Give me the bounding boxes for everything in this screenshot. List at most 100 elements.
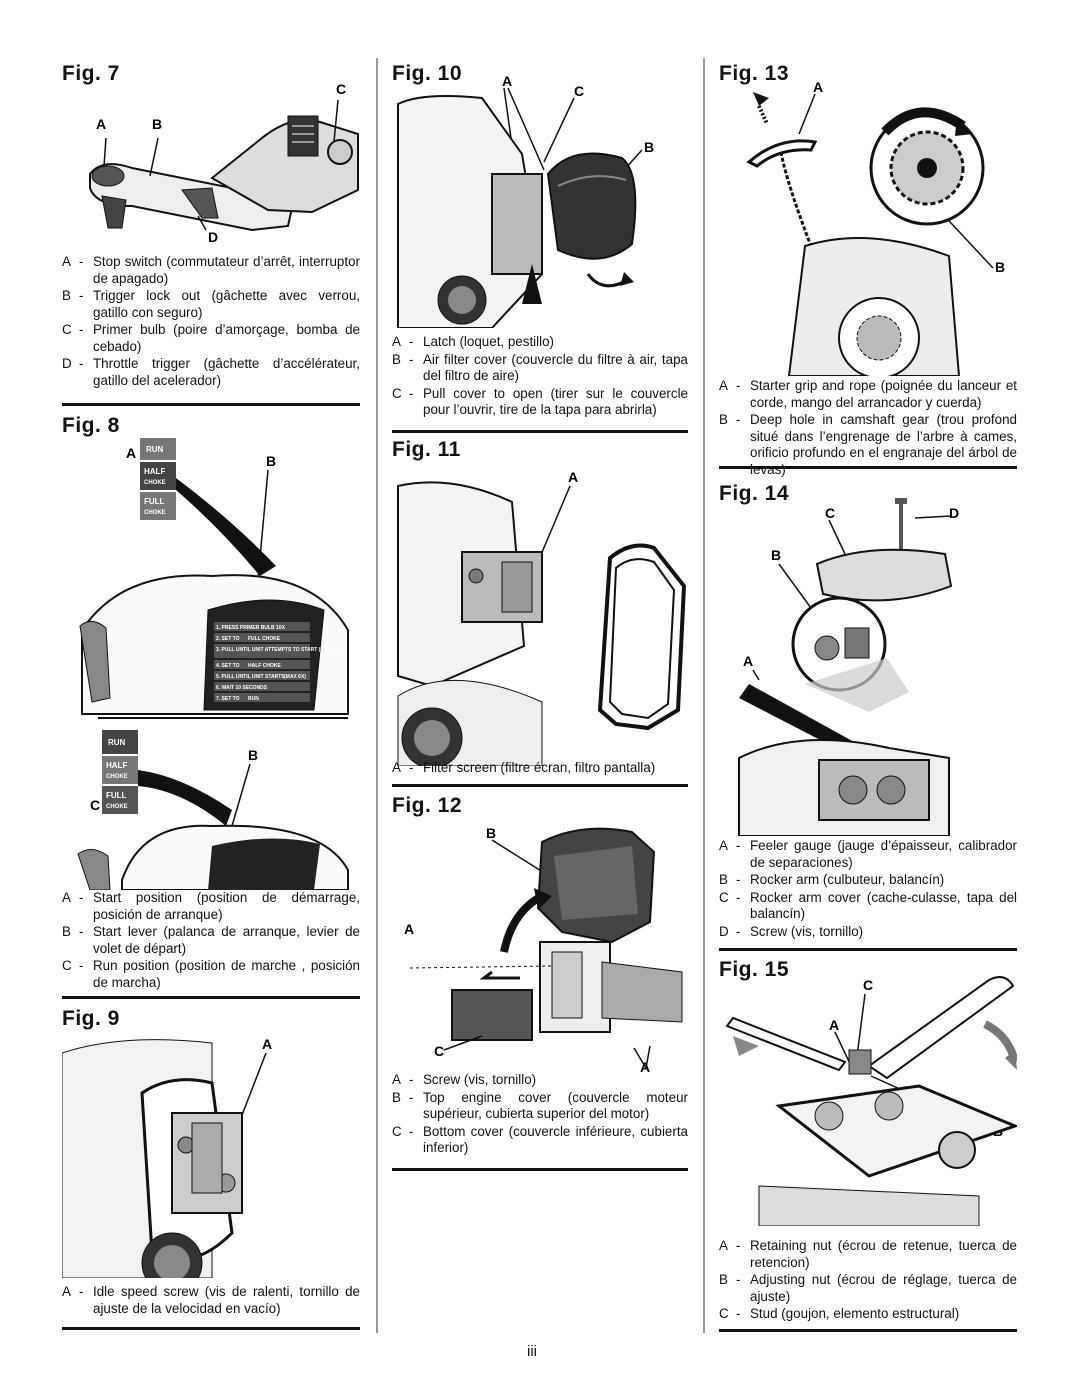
svg-text:2. SET TO: 2. SET TO (216, 636, 240, 642)
caption-row: D-Throttle trigger (gâchette d’accélérat… (62, 356, 360, 388)
caption-row: C-Pull cover to open (tirer sur le couve… (392, 385, 688, 418)
section-rule (719, 948, 1017, 951)
fig10-callout-a: A (502, 74, 512, 89)
fig7-illustration: C A B D (62, 78, 360, 308)
svg-text:5. PULL UNTIL UNIT STARTS: 5. PULL UNTIL UNIT STARTS (216, 674, 285, 680)
fig12-illustration: B A C A (392, 822, 688, 1112)
fig8-callout-b2: B (248, 747, 258, 763)
svg-text:7. SET TO: 7. SET TO (216, 696, 240, 702)
fig10-illustration: A C B (392, 74, 688, 328)
fig13-captions: A-Starter grip and rope (poignée du lanc… (719, 378, 1017, 479)
caption-row: D-Screw (vis, tornillo) (719, 923, 864, 939)
caption-row: C-Stud (goujon, elemento estructural) (719, 1306, 960, 1321)
svg-text:HALF CHOKE: HALF CHOKE (248, 663, 281, 669)
fig7-callout-b: B (152, 116, 162, 132)
svg-text:FULL: FULL (106, 791, 127, 800)
section-rule (392, 430, 688, 433)
fig7-title: Fig. 7 (62, 62, 120, 85)
fig13-callout-b: B (995, 259, 1005, 275)
fig13-illustration: A B (719, 76, 1017, 376)
fig8-illustration: A B RUN HALF CHOKE FULL CHOKE 1. PRESS P… (62, 430, 360, 890)
fig15-title: Fig. 15 (719, 958, 790, 981)
fig11-title: Fig. 11 (392, 438, 461, 461)
svg-text:FULL: FULL (144, 497, 165, 506)
section-rule (392, 784, 688, 787)
caption-row: C-Primer bulb (poire d’amorçage, bomba d… (62, 322, 360, 354)
fig14-callout-b: B (771, 547, 781, 563)
fig10-callout-c: C (574, 83, 584, 99)
fig12-callout-c: C (434, 1043, 444, 1059)
section-rule (62, 1327, 360, 1330)
fig10-captions: A-Latch (loquet, pestillo) B-Air filter … (392, 334, 688, 420)
caption-row: A-Stop switch (commutateur d’arrêt, inte… (62, 254, 360, 286)
fig8-title: Fig. 8 (62, 414, 120, 437)
caption-row: C-Bottom cover (couvercle inférieure, cu… (392, 1123, 688, 1156)
svg-text:CHOKE: CHOKE (144, 510, 166, 516)
fig15-callout-a: A (829, 1017, 839, 1033)
section-rule (62, 403, 360, 406)
fig14-captions: A-Feeler gauge (jauge d’épaisseur, calib… (719, 838, 1017, 941)
fig7-captions: A-Stop switch (commutateur d’arrêt, inte… (62, 254, 360, 390)
svg-text:RUN: RUN (108, 738, 126, 747)
caption-row: A-Starter grip and rope (poignée du lanc… (719, 378, 1017, 410)
svg-text:(MAX 6X): (MAX 6X) (284, 674, 306, 680)
svg-text:RUN: RUN (146, 445, 164, 454)
caption-row: A-Start position (position de démarrage,… (62, 890, 360, 922)
fig10-title: Fig. 10 (392, 62, 463, 85)
fig8-callout-a: A (126, 445, 136, 461)
section-rule (62, 996, 360, 999)
fig8-callout-b: B (266, 453, 276, 469)
fig8-captions: A-Start position (position de démarrage,… (62, 890, 360, 992)
fig9-captions: A-Idle speed screw (vis de ralenti, torn… (62, 1284, 360, 1318)
fig12-title: Fig. 12 (392, 794, 463, 817)
caption-row: C-Run position (position de marche , pos… (62, 958, 360, 990)
section-rule (719, 1329, 1017, 1332)
fig11-illustration: A (392, 466, 688, 766)
fig11-captions: A-Filter screen (filtre écran, filtro pa… (392, 760, 688, 778)
caption-row: C-Rocker arm cover (cache-culasse, tapa … (719, 889, 1017, 922)
svg-text:RUN: RUN (248, 696, 259, 702)
fig15-captions: A-Retaining nut (écrou de retenue, tuerc… (719, 1238, 1017, 1324)
section-rule (392, 1168, 688, 1171)
caption-row: B-Adjusting nut (écrou de réglage, tuerc… (719, 1272, 1017, 1304)
section-rule (719, 466, 1017, 469)
fig10-callout-b: B (644, 139, 654, 155)
caption-row: A-Latch (loquet, pestillo) (392, 334, 555, 349)
caption-row: B-Air filter cover (couvercle du filtre … (392, 351, 688, 384)
svg-text:4. SET TO: 4. SET TO (216, 663, 240, 669)
svg-text:HALF: HALF (144, 467, 165, 476)
fig14-title: Fig. 14 (719, 482, 790, 505)
fig12-callout-a: A (404, 921, 414, 937)
caption-row: A-Feeler gauge (jauge d’épaisseur, calib… (719, 838, 1017, 870)
fig14-illustration: C D B A (719, 498, 1017, 836)
caption-row: B-Top engine cover (couvercle moteur sup… (392, 1089, 688, 1122)
fig15-illustration: C A B (719, 966, 1017, 1226)
svg-text:CHOKE: CHOKE (106, 804, 128, 810)
fig13-title: Fig. 13 (719, 62, 790, 85)
column-divider (376, 58, 378, 1333)
fig14-callout-d: D (949, 505, 959, 521)
fig9-callout-a: A (262, 1036, 272, 1052)
svg-text:1. PRESS PRIMER BULB 10X: 1. PRESS PRIMER BULB 10X (216, 625, 286, 631)
caption-row: A-Filter screen (filtre écran, filtro pa… (392, 760, 656, 775)
svg-text:3. PULL UNTIL UNIT ATTEMPTS TO: 3. PULL UNTIL UNIT ATTEMPTS TO START (MA… (216, 647, 341, 653)
fig9-illustration: A (62, 1033, 360, 1278)
fig13-callout-a: A (813, 79, 823, 95)
fig11-callout-a: A (568, 469, 578, 485)
svg-text:FULL CHOKE: FULL CHOKE (248, 636, 281, 642)
page-number: iii (527, 1343, 537, 1360)
fig8-callout-c: C (90, 797, 100, 813)
caption-row: B-Rocker arm (culbuteur, balancín) (719, 872, 945, 887)
column-divider (703, 58, 705, 1333)
fig9-title: Fig. 9 (62, 1007, 120, 1030)
fig14-callout-c: C (825, 505, 835, 521)
caption-row: B-Deep hole in camshaft gear (trou profo… (719, 412, 1017, 477)
fig15-callout-c: C (863, 977, 873, 993)
fig14-callout-a: A (743, 653, 753, 669)
svg-text:CHOKE: CHOKE (106, 774, 128, 780)
fig12-captions: A-Screw (vis, tornillo) B-Top engine cov… (392, 1072, 688, 1158)
fig7-callout-d: D (208, 229, 218, 245)
caption-row: A-Idle speed screw (vis de ralenti, torn… (62, 1284, 360, 1316)
caption-row: A-Retaining nut (écrou de retenue, tuerc… (719, 1238, 1017, 1270)
fig12-callout-b: B (486, 825, 496, 841)
